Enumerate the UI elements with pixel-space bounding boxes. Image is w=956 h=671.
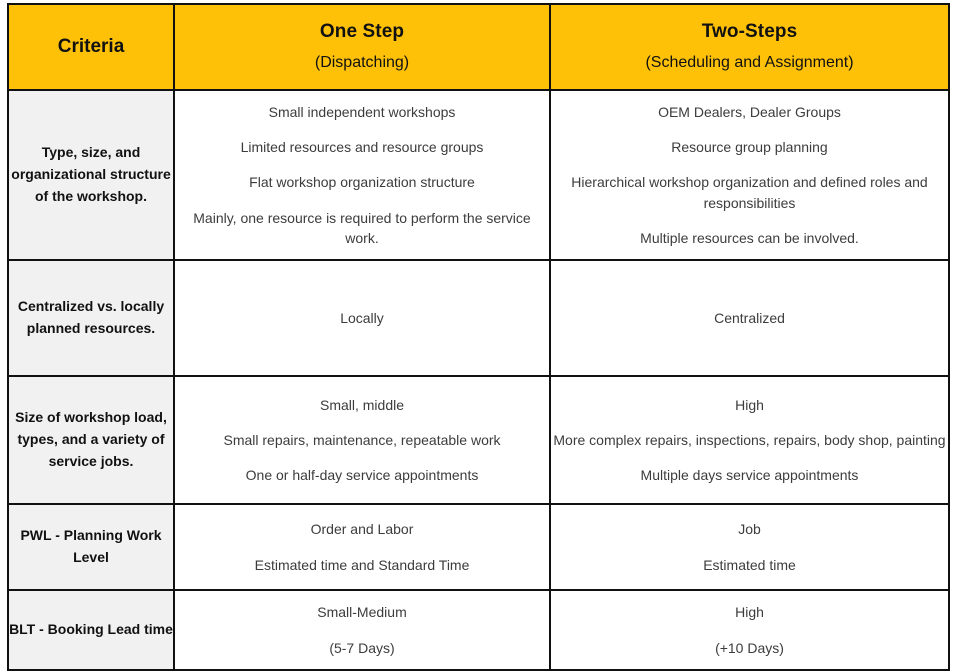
cell-line: Small, middle [319,396,405,413]
comparison-table: Criteria One Step (Dispatching) Two-Step… [7,3,950,671]
cell-line: Resource group planning [671,139,828,156]
column-header-two-steps-subtitle: (Scheduling and Assignment) [645,54,854,72]
one-step-cell: Small-Medium (5-7 Days) [173,589,551,671]
cell-line: High [735,396,764,413]
one-step-cell: Locally [173,259,551,377]
cell-line: Hierarchical workshop organization and d… [571,174,928,211]
column-header-one-step-subtitle: (Dispatching) [314,54,410,72]
cell-line: Small-Medium [317,604,407,621]
table-row: BLT - Booking Lead time Small-Medium (5-7 … [7,589,950,671]
cell-line: Limited resources and resource groups [240,139,484,156]
cell-line: Order and Labor [310,521,414,538]
column-header-criteria-title: Criteria [57,36,125,58]
table-body: Type, size, and organizational structure… [7,89,950,671]
criteria-cell: Size of workshop load, types, and a vari… [7,375,175,505]
cell-line: (5-7 Days) [329,639,395,656]
cell-line: Estimated time [703,556,796,573]
criteria-cell: BLT - Booking Lead time [7,589,175,671]
two-steps-cell: High (+10 Days) [549,589,950,671]
table-row: Type, size, and organizational structure… [7,89,950,261]
cell-line: One or half-day service appointments [245,467,479,484]
criteria-cell: Centralized vs. locally planned resource… [7,259,175,377]
table-header: Criteria One Step (Dispatching) Two-Step… [7,3,950,91]
cell-line: OEM Dealers, Dealer Groups [658,103,841,120]
header-row: Criteria One Step (Dispatching) Two-Step… [7,3,950,91]
cell-line: Multiple days service appointments [640,467,859,484]
criteria-cell: Type, size, and organizational structure… [7,89,175,261]
two-steps-cell: Centralized [549,259,950,377]
cell-line: Small independent workshops [268,103,456,120]
table-row: Size of workshop load, types, and a vari… [7,375,950,505]
cell-line: Estimated time and Standard Time [254,556,470,573]
cell-line: (+10 Days) [715,639,784,656]
cell-line: Mainly, one resource is required to perf… [193,209,531,246]
cell-line: More complex repairs, inspections, repai… [553,431,946,448]
column-header-two-steps: Two-Steps (Scheduling and Assignment) [549,3,950,91]
cell-line: Job [738,521,761,538]
criteria-cell: PWL - Planning Work Level [7,503,175,591]
column-header-criteria: Criteria [7,3,175,91]
column-header-one-step-title: One Step [319,20,405,42]
cell-line: Centralized [714,309,785,326]
cell-line: Small repairs, maintenance, repeatable w… [223,431,501,448]
column-header-one-step: One Step (Dispatching) [173,3,551,91]
cell-line: High [735,604,764,621]
cell-line: Flat workshop organization structure [249,174,475,191]
table-row: Centralized vs. locally planned resource… [7,259,950,377]
cell-line: Locally [340,309,384,326]
column-header-two-steps-title: Two-Steps [701,20,798,42]
cell-line: Multiple resources can be involved. [640,229,859,246]
